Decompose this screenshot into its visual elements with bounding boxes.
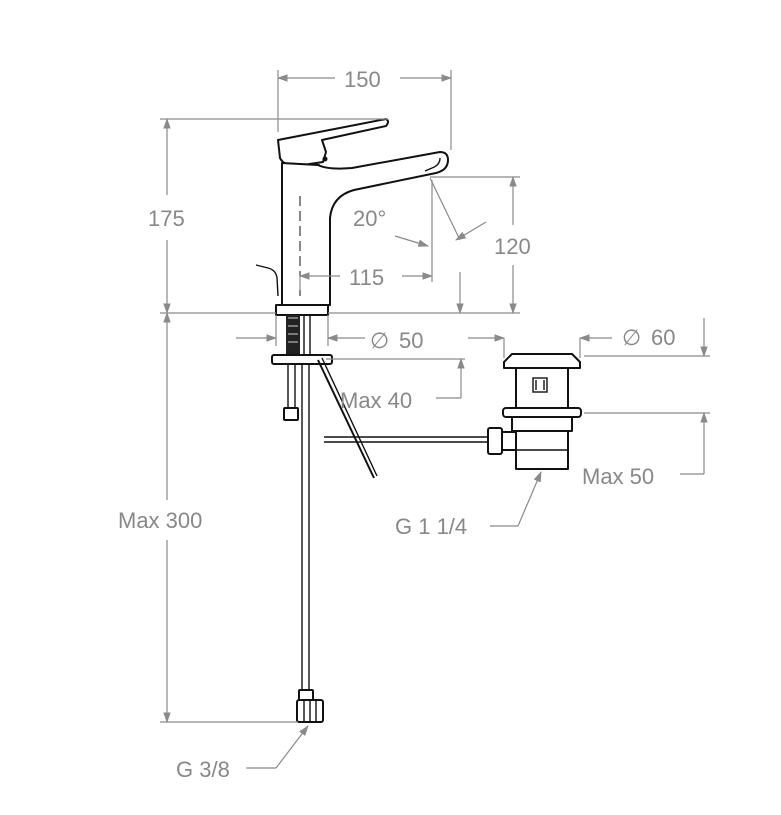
faucet-body (255, 118, 449, 316)
label-thread-g-3-8: G 3/8 (176, 757, 230, 782)
label-max-40: Max 40 (340, 388, 412, 413)
label-angle-20: 20° (353, 206, 386, 231)
label-175: 175 (148, 206, 185, 231)
label-120: 120 (494, 234, 531, 259)
waste-drain (487, 353, 582, 470)
dimension-labels: 150 175 20° 120 115 ∅ 50 ∅ 60 Max 40 Max… (118, 67, 675, 782)
label-diameter-50: 50 (399, 328, 423, 353)
mounting-assembly (271, 315, 492, 723)
dimension-lines (160, 70, 710, 769)
label-115: 115 (349, 265, 384, 290)
label-150: 150 (344, 67, 381, 92)
label-max-50: Max 50 (582, 464, 654, 489)
label-diameter-60: 60 (651, 325, 675, 350)
label-thread-g-1-1-4: G 1 1/4 (395, 514, 467, 539)
diameter-symbol-50: ∅ (370, 328, 389, 353)
diameter-symbol-60: ∅ (622, 325, 641, 350)
label-max-300: Max 300 (118, 508, 202, 533)
